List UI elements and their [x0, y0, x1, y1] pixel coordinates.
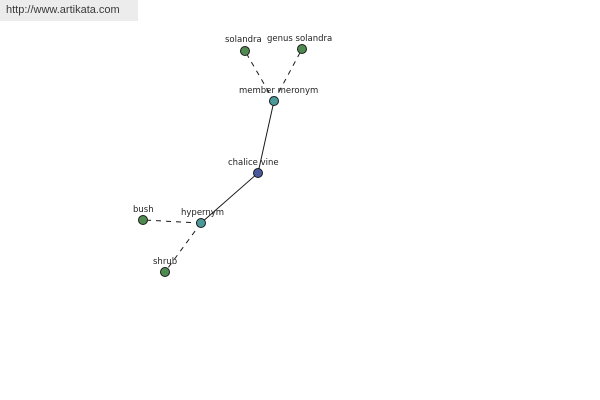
node-label-shrub[interactable]: shrub	[153, 257, 177, 267]
node-label-genus-solandra[interactable]: genus solandra	[267, 34, 332, 44]
node-member-meronym[interactable]	[269, 96, 279, 106]
node-label-hypernym[interactable]: hypernym	[181, 208, 224, 218]
edge-hypernym-to-shrub	[164, 222, 202, 273]
node-chalice-vine[interactable]	[253, 168, 263, 178]
url-banner[interactable]: http://www.artikata.com	[0, 0, 138, 21]
labels-layer: chalice vine member meronym solandra genus …	[133, 34, 332, 267]
node-genus-solandra[interactable]	[297, 44, 307, 54]
edge-chalice-vine-to-member-meronym	[257, 100, 275, 174]
node-hypernym[interactable]	[196, 218, 206, 228]
edge-hypernym-to-bush	[142, 219, 202, 224]
node-label-solandra[interactable]: solandra	[225, 35, 262, 45]
edge-chalice-vine-to-hypernym	[200, 172, 259, 224]
node-label-bush[interactable]: bush	[133, 205, 154, 215]
node-shrub[interactable]	[160, 267, 170, 277]
node-label-member-meronym[interactable]: member meronym	[239, 86, 318, 96]
node-label-chalice-vine[interactable]: chalice vine	[228, 158, 279, 168]
nodes-layer	[138, 44, 307, 277]
node-solandra[interactable]	[240, 46, 250, 56]
node-bush[interactable]	[138, 215, 148, 225]
edges-layer	[142, 48, 303, 273]
